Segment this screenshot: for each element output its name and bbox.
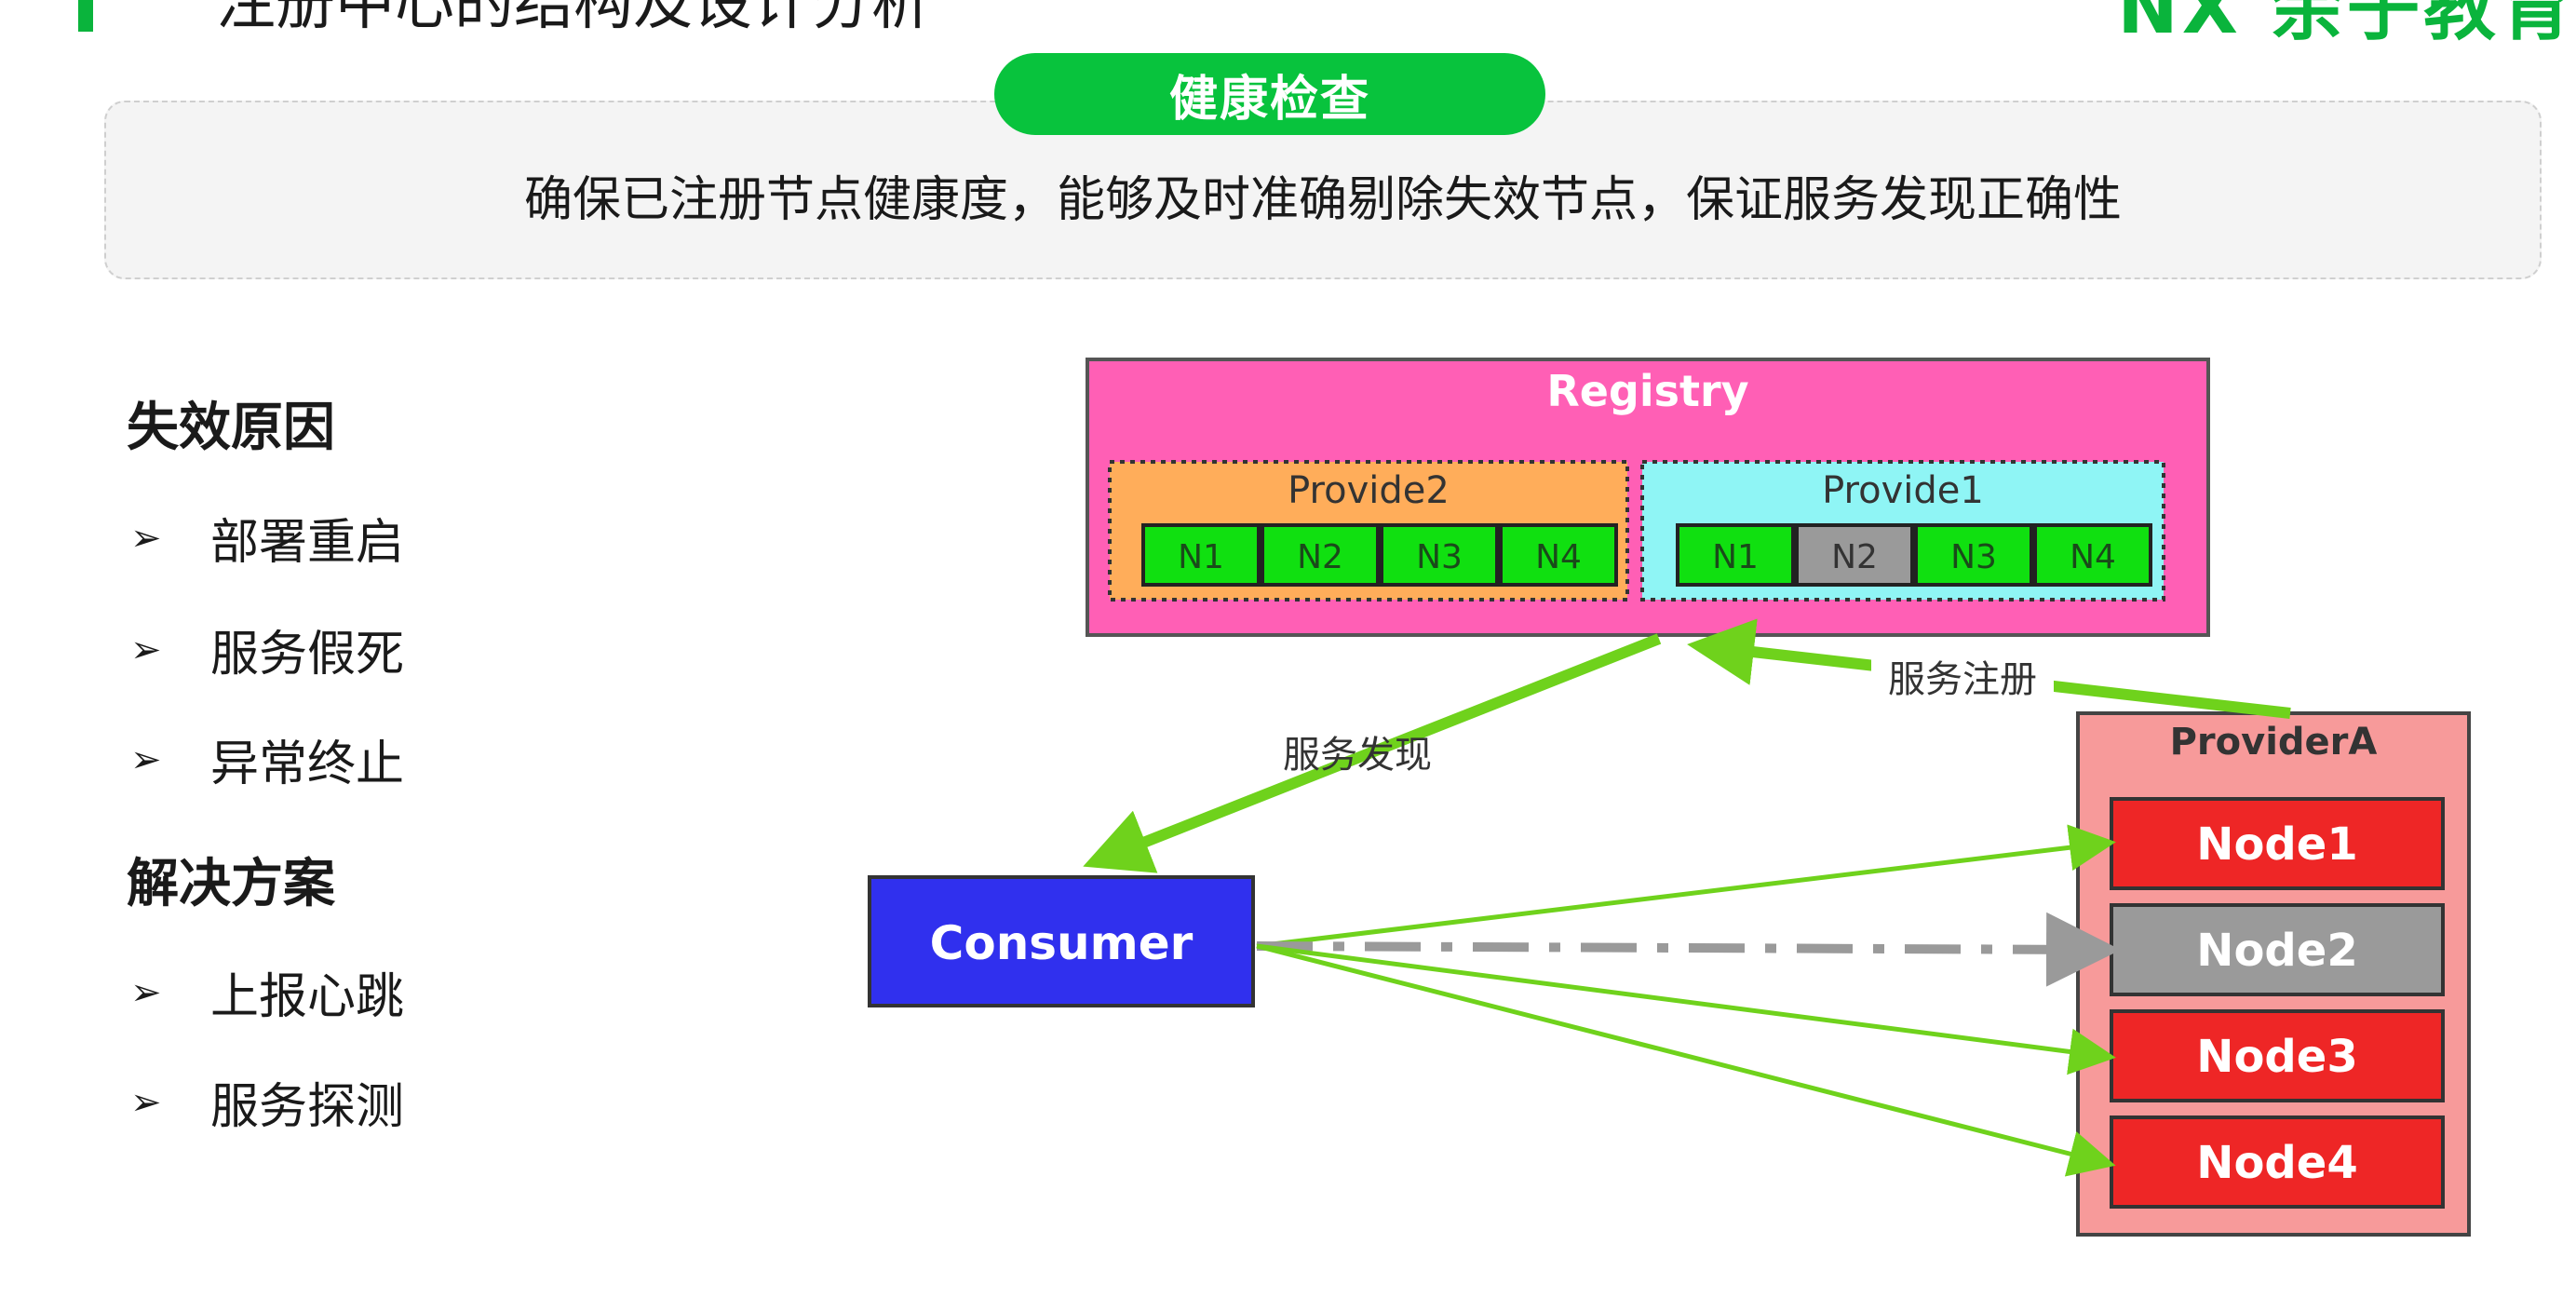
bullet-arrow-icon: ➢ <box>130 1080 162 1124</box>
svg-text:Node4: Node4 <box>2196 1137 2357 1189</box>
banner-description: 确保已注册节点健康度，能够及时准确剔除失效节点，保证服务发现正确性 <box>523 172 2122 228</box>
provider-node-failed: Node2 <box>2110 903 2445 996</box>
bullet-arrow-icon: ➢ <box>130 970 162 1014</box>
provide2-label: Provide2 <box>1288 469 1450 512</box>
provide1-node: N3 <box>1914 523 2033 587</box>
call-arrow-node1 <box>1256 824 2116 949</box>
bullet-arrow-icon: ➢ <box>130 737 162 781</box>
svg-text:N3: N3 <box>1416 538 1463 576</box>
page-title: 注册中心的结构及设计分析 <box>216 0 931 38</box>
provider-node: Node4 <box>2110 1115 2445 1209</box>
solution-item: ➢ 服务探测 <box>130 1067 404 1137</box>
solutions-heading: 解决方案 <box>127 854 335 914</box>
provide1-node: N1 <box>1676 523 1795 587</box>
consumer-box: Consumer <box>868 875 1255 1007</box>
provider-box: ProviderA Node1 Node2 Node3 Node4 <box>2076 711 2471 1237</box>
provide1-label: Provide1 <box>1822 469 1984 512</box>
header-accent-bar <box>78 0 93 32</box>
solution-label: 服务探测 <box>210 1079 405 1135</box>
provide2-node: N4 <box>1499 523 1618 587</box>
svg-text:N1: N1 <box>1712 538 1759 576</box>
discovery-arrow <box>1083 633 1662 873</box>
registration-label-bg <box>1871 650 2054 704</box>
provide1-node-failed: N2 <box>1795 523 1914 587</box>
provide2-node: N1 <box>1141 523 1261 587</box>
svg-text:Node1: Node1 <box>2196 818 2357 871</box>
failure-cause-label: 部署重启 <box>210 515 405 571</box>
solution-label: 上报心跳 <box>210 969 405 1025</box>
bullet-arrow-icon: ➢ <box>130 628 162 671</box>
provider-node: Node1 <box>2110 797 2445 890</box>
solution-item: ➢ 上报心跳 <box>130 957 404 1027</box>
brand-logo: NX 余子教育 <box>2117 0 2576 50</box>
banner-pill: 健康检查 <box>994 53 1545 135</box>
registration-label: 服务注册 <box>1888 658 2037 701</box>
svg-text:N4: N4 <box>1535 538 1582 576</box>
discovery-label: 服务发现 <box>1283 734 1432 777</box>
provide1-group: Provide1 N1 N2 N3 N4 <box>1640 460 2165 602</box>
provide2-group: Provide2 N1 N2 N3 N4 <box>1108 460 1629 602</box>
failure-causes-heading: 失效原因 <box>127 398 335 458</box>
failure-cause-item: ➢ 部署重启 <box>130 503 404 573</box>
svg-text:N2: N2 <box>1297 538 1343 576</box>
svg-text:N1: N1 <box>1178 538 1224 576</box>
svg-text:N2: N2 <box>1831 538 1878 576</box>
svg-text:Node2: Node2 <box>2196 925 2357 977</box>
call-arrow-node3 <box>1256 943 2116 1075</box>
svg-text:N4: N4 <box>2070 538 2116 576</box>
failure-cause-item: ➢ 异常终止 <box>130 724 404 794</box>
call-arrow-node2-failed <box>1256 912 2121 987</box>
failure-cause-item: ➢ 服务假死 <box>130 615 404 684</box>
svg-text:N3: N3 <box>1950 538 1997 576</box>
provider-label: ProviderA <box>2170 721 2378 764</box>
provide2-node: N2 <box>1261 523 1380 587</box>
failure-cause-label: 服务假死 <box>210 627 405 683</box>
failure-cause-label: 异常终止 <box>210 737 405 792</box>
provide1-node: N4 <box>2033 523 2152 587</box>
provider-node: Node3 <box>2110 1009 2445 1102</box>
bullet-arrow-icon: ➢ <box>130 516 162 560</box>
consumer-label: Consumer <box>930 916 1194 970</box>
svg-text:Node3: Node3 <box>2196 1031 2357 1083</box>
call-arrow-node4 <box>1256 943 2116 1177</box>
registry-label: Registry <box>1546 366 1748 416</box>
provide2-node: N3 <box>1380 523 1499 587</box>
